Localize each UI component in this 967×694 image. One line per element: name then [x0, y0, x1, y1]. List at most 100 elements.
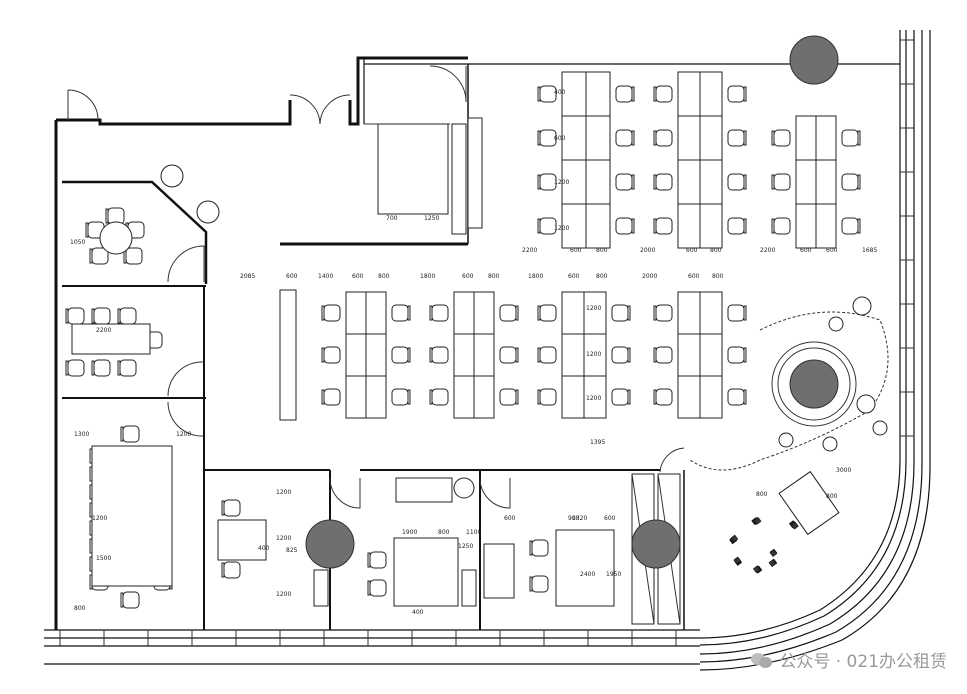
desk: [677, 375, 701, 419]
chair: [367, 579, 387, 597]
desk: [561, 115, 587, 161]
desk: [585, 115, 611, 161]
watermark: 公众号 · 021办公租赁: [751, 647, 947, 672]
desk: [453, 375, 475, 419]
dimension-label: 600: [568, 273, 580, 280]
dimension-label: 600: [826, 247, 838, 254]
lounge-chairs: [160, 164, 888, 452]
desk: [699, 203, 723, 249]
chair: [391, 346, 411, 364]
chair: [391, 388, 411, 406]
chair: [653, 173, 673, 191]
chair: [537, 346, 557, 364]
dimension-label: 1200: [554, 225, 569, 232]
chair: [727, 129, 747, 147]
desk: [677, 333, 701, 377]
dimension-label: 600: [462, 273, 474, 280]
chair: [771, 173, 791, 191]
chair: [120, 591, 140, 609]
desk: [815, 159, 837, 205]
dimension-label: 1800: [528, 273, 543, 280]
dimension-label: 800: [488, 273, 500, 280]
dimension-label: 1300: [74, 431, 89, 438]
dimension-label: 600: [504, 515, 516, 522]
dimension-label: 600: [554, 135, 566, 142]
desk: [365, 375, 387, 419]
column: [789, 359, 839, 409]
desk: [561, 71, 587, 117]
dimension-label: 2200: [96, 327, 111, 334]
desk: [795, 115, 817, 161]
chair: [771, 129, 791, 147]
desk: [795, 159, 817, 205]
desk: [677, 71, 701, 117]
dimension-label: 1200: [92, 515, 107, 522]
chair: [321, 304, 341, 322]
desk: [473, 291, 495, 335]
dimension-label: 3000: [836, 467, 851, 474]
chair: [499, 388, 519, 406]
dimension-label: 825: [286, 547, 298, 554]
desk: [677, 203, 701, 249]
desk: [561, 203, 587, 249]
dimension-label: 600: [570, 247, 582, 254]
dimension-label: 800: [756, 491, 768, 498]
chair: [727, 346, 747, 364]
dimension-label: 800: [74, 605, 86, 612]
desk: [473, 375, 495, 419]
dimension-label: 600: [800, 247, 812, 254]
chair: [615, 85, 635, 103]
chair: [653, 85, 673, 103]
chair: [221, 499, 241, 517]
dimension-label: 600: [286, 273, 298, 280]
chair: [221, 561, 241, 579]
chair: [727, 217, 747, 235]
desk: [699, 375, 723, 419]
chair: [537, 388, 557, 406]
chair: [89, 247, 109, 265]
dimension-label: 1200: [586, 395, 601, 402]
desk: [453, 291, 475, 335]
chair: [537, 85, 557, 103]
chair: [611, 388, 631, 406]
desk: [585, 203, 611, 249]
dimension-label: 1050: [70, 239, 85, 246]
chair: [537, 129, 557, 147]
dimension-label: 400: [258, 545, 270, 552]
desk: [677, 115, 701, 161]
dimension-label: 800: [710, 247, 722, 254]
chair: [529, 575, 549, 593]
chair: [537, 304, 557, 322]
chair: [653, 129, 673, 147]
desk: [699, 333, 723, 377]
plant-icon: [729, 516, 799, 574]
chair: [120, 425, 140, 443]
desk: [561, 375, 585, 419]
chair: [615, 129, 635, 147]
dimension-label: 2000: [640, 247, 655, 254]
desk: [677, 159, 701, 205]
chair: [529, 539, 549, 557]
dimension-label: 800: [378, 273, 390, 280]
meeting-tables: [71, 123, 840, 607]
chair: [123, 247, 143, 265]
desk: [561, 333, 585, 377]
chair: [429, 346, 449, 364]
dimension-label: 600: [604, 515, 616, 522]
dimension-label: 2085: [240, 273, 255, 280]
chair: [117, 307, 137, 325]
dimension-label: 2000: [642, 273, 657, 280]
chair: [615, 217, 635, 235]
chair: [653, 346, 673, 364]
dimension-label: 1900: [402, 529, 417, 536]
chair: [537, 217, 557, 235]
desk: [583, 291, 607, 335]
desk: [583, 375, 607, 419]
dimension-label: 1950: [606, 571, 621, 578]
dimension-label: 1200: [276, 489, 291, 496]
desk: [345, 291, 367, 335]
dimension-label: 600: [352, 273, 364, 280]
dimension-label: 600: [688, 273, 700, 280]
desk: [795, 203, 817, 249]
